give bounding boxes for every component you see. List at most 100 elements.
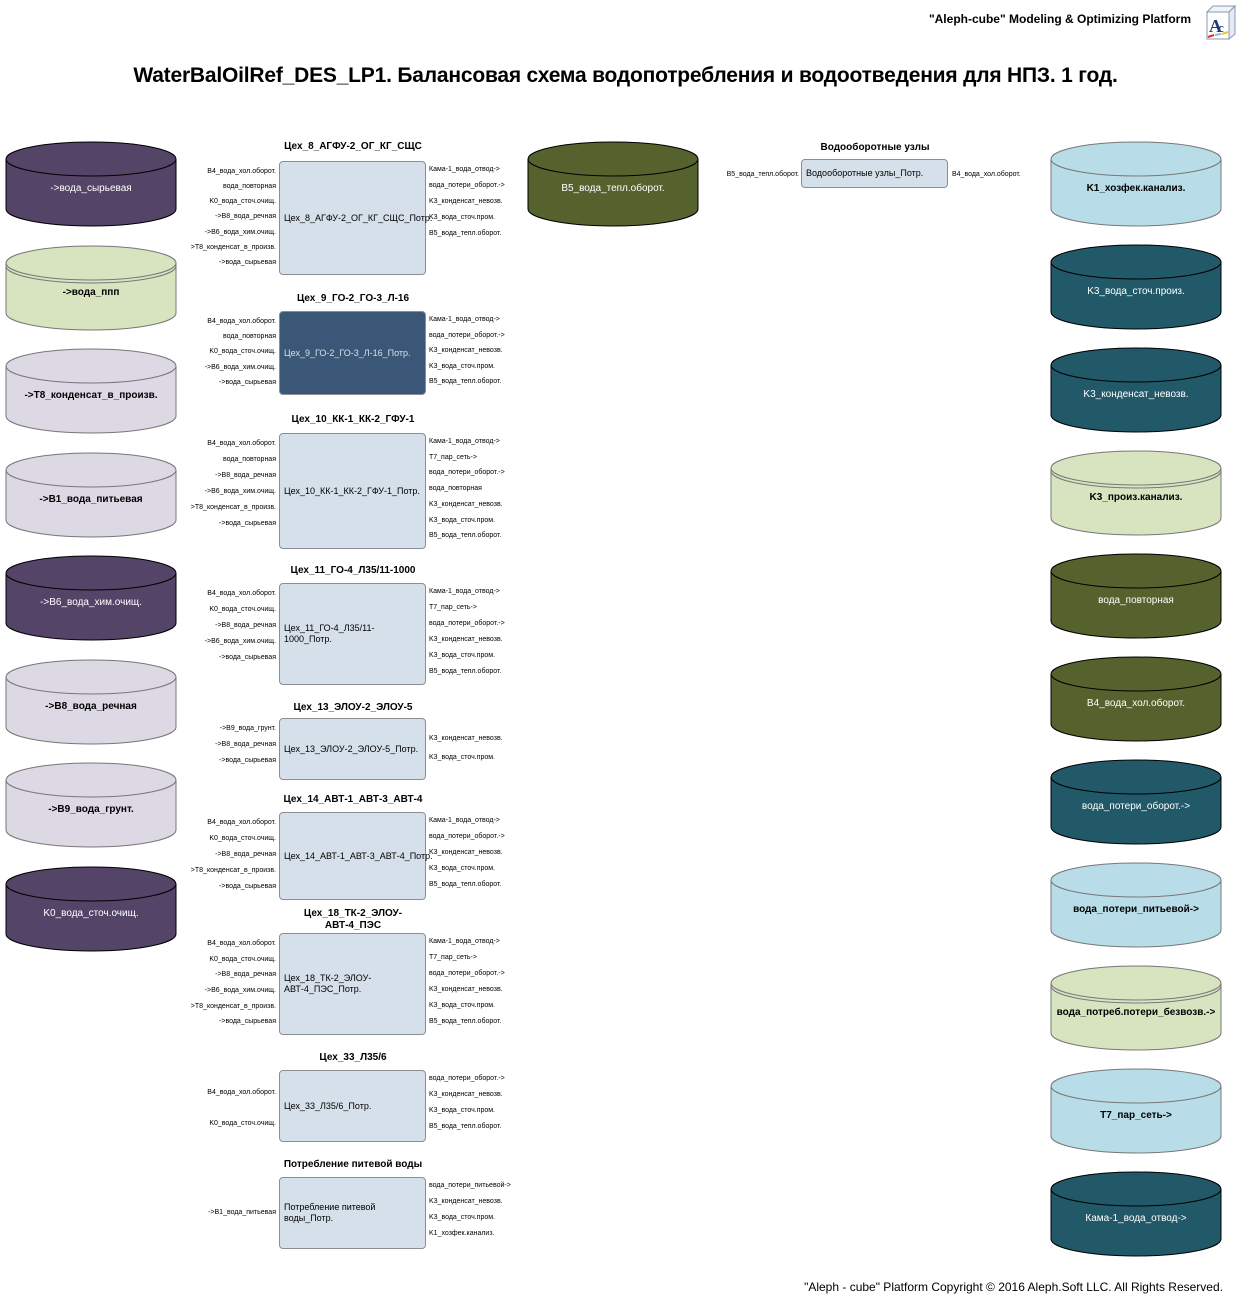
process-box[interactable]: Цех_9_ГО-2_ГО-3_Л-16_Потр. — [279, 311, 426, 395]
process-box[interactable]: Цех_10_КК-1_КК-2_ГФУ-1_Потр. — [279, 433, 426, 549]
input-port[interactable]: >T8_конденсат_в_произв. — [190, 867, 276, 874]
input-port[interactable]: ->B9_вода_грунт. — [219, 725, 276, 732]
input-port[interactable]: ->B6_вода_хим.очищ. — [204, 986, 276, 994]
output-port[interactable]: K3_конденсат_невозв. — [429, 636, 503, 643]
output-port[interactable]: вода_повторная — [429, 485, 482, 493]
input-port[interactable]: ->B1_вода_питьевая — [208, 1209, 276, 1216]
input-port[interactable]: ->вода_сырьевая — [219, 757, 276, 764]
input-port[interactable]: ->B8_вода_речная — [215, 971, 276, 979]
output-port[interactable]: K3_вода_сточ.пром. — [429, 1002, 495, 1009]
input-port[interactable]: ->B6_вода_хим.очищ. — [204, 228, 276, 236]
sink-tank[interactable]: B4_вода_хол.оборот. — [1050, 656, 1222, 742]
input-port[interactable]: K0_вода_сточ.очищ. — [209, 198, 276, 206]
output-port[interactable]: вода_потери_оборот.-> — [429, 833, 505, 840]
input-port[interactable]: ->B6_вода_хим.очищ. — [204, 488, 276, 495]
source-tank[interactable]: ->T8_конденсат_в_произв. — [5, 348, 177, 434]
sink-tank[interactable]: K3_вода_сточ.произ. — [1050, 244, 1222, 330]
output-port[interactable]: K3_вода_сточ.пром. — [429, 1214, 495, 1221]
output-port[interactable]: K3_конденсат_невозв. — [429, 198, 503, 205]
output-port[interactable]: T7_пар_сеть-> — [429, 604, 477, 611]
output-port[interactable]: вода_потери_оборот.-> — [429, 469, 505, 477]
input-port[interactable]: K0_вода_сточ.очищ. — [209, 606, 276, 613]
output-port[interactable]: K1_хозфек.канализ. — [429, 1230, 495, 1237]
input-port[interactable]: K0_вода_сточ.очищ. — [209, 348, 276, 356]
output-port[interactable]: вода_потери_оборот.-> — [429, 331, 505, 339]
input-port[interactable]: ->вода_сырьевая — [219, 378, 276, 386]
input-port[interactable]: ->B8_вода_речная — [215, 851, 276, 858]
output-port[interactable]: K3_конденсат_невозв. — [429, 734, 503, 742]
input-port[interactable]: B4_вода_хол.оборот. — [207, 940, 276, 947]
sink-tank[interactable]: вода_потери_оборот.-> — [1050, 759, 1222, 845]
output-port[interactable]: K3_конденсат_невозв. — [429, 347, 503, 355]
sink-tank[interactable]: K1_хозфек.канализ. — [1050, 141, 1222, 227]
output-port[interactable]: K3_конденсат_невозв. — [429, 1198, 503, 1205]
output-port[interactable]: K3_вода_сточ.пром. — [429, 865, 495, 872]
input-port[interactable]: K0_вода_сточ.очищ. — [209, 955, 276, 963]
output-port[interactable]: вода_потери_оборот.-> — [429, 1075, 505, 1082]
middle-tank-b5[interactable]: B5_вода_тепл.оборот. — [527, 141, 699, 227]
process-box[interactable]: Цех_8_АГФУ-2_ОГ_КГ_СЩС_Потр. — [279, 161, 432, 275]
input-port[interactable]: вода_повторная — [223, 456, 276, 463]
sink-tank[interactable]: вода_повторная — [1050, 553, 1222, 639]
input-port[interactable]: B4_вода_хол.оборот. — [207, 168, 276, 175]
input-port[interactable]: >T8_конденсат_в_произв. — [190, 243, 276, 251]
input-port[interactable]: ->вода_сырьевая — [219, 258, 276, 266]
output-port[interactable]: Кама-1_вода_отвод-> — [429, 438, 500, 445]
process-box[interactable]: Потребление питевой воды_Потр. — [279, 1177, 426, 1249]
output-port[interactable]: K3_вода_сточ.пром. — [429, 753, 495, 761]
input-port[interactable]: ->B8_вода_речная — [215, 741, 276, 748]
input-port[interactable]: ->вода_сырьевая — [219, 654, 276, 661]
output-port[interactable]: K3_вода_сточ.пром. — [429, 362, 495, 370]
source-tank[interactable]: ->B1_вода_питьевая — [5, 452, 177, 538]
recycle-node-box[interactable]: Водооборотные узлы_Потр. — [801, 159, 948, 188]
input-port[interactable]: >T8_конденсат_в_произв. — [190, 504, 276, 511]
input-port[interactable]: B4_вода_хол.оборот. — [207, 819, 276, 826]
input-port[interactable]: K0_вода_сточ.очищ. — [209, 1119, 276, 1127]
output-port[interactable]: B5_вода_тепл.оборот. — [429, 532, 502, 540]
input-port[interactable]: ->B8_вода_речная — [215, 622, 276, 629]
input-port[interactable]: вода_повторная — [223, 183, 276, 191]
output-port[interactable]: K3_конденсат_невозв. — [429, 500, 503, 508]
input-port[interactable]: ->вода_сырьевая — [219, 883, 276, 890]
output-port[interactable]: B5_вода_тепл.оборот. — [429, 668, 502, 675]
output-port[interactable]: T7_пар_сеть-> — [429, 453, 477, 461]
output-port[interactable]: K3_конденсат_невозв. — [429, 1091, 503, 1098]
output-port[interactable]: T7_пар_сеть-> — [429, 954, 477, 961]
output-port[interactable]: вода_потери_оборот.-> — [429, 620, 505, 627]
input-port[interactable]: B4_вода_хол.оборот. — [207, 318, 276, 325]
output-port[interactable]: вода_потери_питьевой-> — [429, 1182, 511, 1189]
output-port[interactable]: Кама-1_вода_отвод-> — [429, 166, 500, 173]
output-port[interactable]: K3_вода_сточ.пром. — [429, 516, 495, 524]
input-port[interactable]: вода_повторная — [223, 333, 276, 341]
process-box[interactable]: Цех_11_ГО-4_Л35/11-1000_Потр. — [279, 583, 426, 685]
output-port[interactable]: K3_вода_сточ.пром. — [429, 652, 495, 659]
output-port[interactable]: Кама-1_вода_отвод-> — [429, 817, 500, 824]
input-port[interactable]: ->B8_вода_речная — [215, 472, 276, 479]
sink-tank[interactable]: Кама-1_вода_отвод-> — [1050, 1171, 1222, 1257]
input-port[interactable]: ->B6_вода_хим.очищ. — [204, 363, 276, 371]
input-port[interactable]: ->вода_сырьевая — [219, 520, 276, 527]
output-port[interactable]: K3_вода_сточ.пром. — [429, 214, 495, 221]
input-port[interactable]: B4_вода_хол.оборот. — [207, 440, 276, 447]
sink-tank[interactable]: K3_конденсат_невозв. — [1050, 347, 1222, 433]
sink-tank[interactable]: K3_произ.канализ. — [1050, 450, 1222, 536]
input-port[interactable]: B4_вода_хол.оборот. — [207, 590, 276, 597]
output-port[interactable]: Кама-1_вода_отвод-> — [429, 316, 500, 323]
source-tank[interactable]: ->вода_сырьевая — [5, 141, 177, 227]
source-tank[interactable]: ->B6_вода_хим.очищ. — [5, 555, 177, 641]
source-tank[interactable]: ->вода_ппп — [5, 245, 177, 331]
process-box[interactable]: Цех_14_АВТ-1_АВТ-3_АВТ-4_Потр. — [279, 812, 433, 900]
input-port[interactable]: ->B8_вода_речная — [215, 213, 276, 221]
sink-tank[interactable]: T7_пар_сеть-> — [1050, 1068, 1222, 1154]
source-tank[interactable]: ->B9_вода_грунт. — [5, 762, 177, 848]
sink-tank[interactable]: вода_потери_питьевой-> — [1050, 862, 1222, 948]
output-port[interactable]: K3_вода_сточ.пром. — [429, 1107, 495, 1114]
output-port[interactable]: B5_вода_тепл.оборот. — [429, 1018, 502, 1025]
output-port[interactable]: B5_вода_тепл.оборот. — [429, 881, 502, 888]
process-box[interactable]: Цех_13_ЭЛОУ-2_ЭЛОУ-5_Потр. — [279, 718, 426, 780]
process-box[interactable]: Цех_33_Л35/6_Потр. — [279, 1070, 426, 1142]
sink-tank[interactable]: вода_потреб.потери_безвозв.-> — [1050, 965, 1222, 1051]
process-box[interactable]: Цех_18_ТК-2_ЭЛОУ-АВТ-4_ПЭС_Потр. — [279, 933, 426, 1035]
output-port[interactable]: K3_конденсат_невозв. — [429, 986, 503, 993]
output-port[interactable]: B5_вода_тепл.оборот. — [429, 1123, 502, 1130]
